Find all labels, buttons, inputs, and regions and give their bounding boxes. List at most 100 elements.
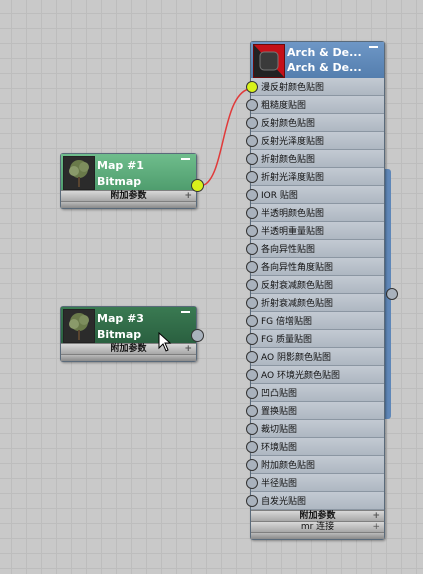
material-rollout-mr[interactable]: mr 连接 + (251, 521, 384, 532)
slot-label: 折射颜色贴图 (261, 155, 316, 165)
slot-input-socket[interactable] (246, 423, 258, 435)
slot-input-socket[interactable] (246, 99, 258, 111)
tree-icon (64, 310, 94, 342)
material-slot[interactable]: 各向异性角度贴图 (246, 258, 384, 276)
slot-label: FG 倍增贴图 (261, 317, 313, 327)
slot-input-socket[interactable] (246, 351, 258, 363)
slot-label: 半透明重量贴图 (261, 227, 325, 237)
map1-node[interactable]: Map #1 Bitmap 附加参数 + (60, 153, 204, 209)
slot-label: 反射光泽度贴图 (261, 137, 325, 147)
material-slot[interactable]: 附加颜色贴图 (246, 456, 384, 474)
slot-input-socket[interactable] (246, 459, 258, 471)
slot-input-socket[interactable] (246, 207, 258, 219)
rollout-label: 附加参数 (299, 511, 336, 521)
slot-label: 半径贴图 (261, 479, 298, 489)
map1-subtitle: Bitmap (97, 175, 142, 188)
material-slot[interactable]: 半透明重量贴图 (246, 222, 384, 240)
slot-label: 环境贴图 (261, 443, 298, 453)
slot-input-socket[interactable] (246, 369, 258, 381)
expand-icon[interactable]: + (184, 344, 192, 354)
material-slot[interactable]: FG 倍增贴图 (246, 312, 384, 330)
slot-label: 反射颜色贴图 (261, 119, 316, 129)
material-slot[interactable]: 裁切贴图 (246, 420, 384, 438)
expand-icon[interactable]: + (372, 511, 380, 521)
map3-output-socket[interactable] (191, 329, 204, 342)
slot-input-socket[interactable] (246, 261, 258, 273)
slot-input-socket[interactable] (246, 477, 258, 489)
slot-label: AO 环境光颜色贴图 (261, 371, 340, 381)
map1-title: Map #1 (97, 159, 144, 172)
slot-label: FG 质量贴图 (261, 335, 313, 345)
slot-label: 折射光泽度贴图 (261, 173, 325, 183)
material-slot[interactable]: 凹凸贴图 (246, 384, 384, 402)
map1-thumbnail (63, 156, 95, 190)
material-slot[interactable]: 折射光泽度贴图 (246, 168, 384, 186)
material-slot[interactable]: AO 阴影颜色贴图 (246, 348, 384, 366)
map3-title: Map #3 (97, 312, 144, 325)
material-node[interactable]: Arch & De... Arch & De... 漫反射颜色贴图粗糙度贴图反射… (246, 41, 385, 540)
material-title: Arch & De... (287, 46, 362, 59)
slot-label: 裁切贴图 (261, 425, 298, 435)
material-slot[interactable]: 半透明颜色贴图 (246, 204, 384, 222)
expand-icon[interactable]: + (184, 191, 192, 201)
map1-header[interactable]: Map #1 Bitmap (61, 154, 196, 190)
material-slot[interactable]: 自发光贴图 (246, 492, 384, 510)
slot-input-socket[interactable] (246, 153, 258, 165)
slot-input-socket[interactable] (246, 405, 258, 417)
expand-icon[interactable]: + (372, 522, 380, 532)
material-slot[interactable]: 置换贴图 (246, 402, 384, 420)
material-subtitle: Arch & De... (287, 61, 362, 74)
material-rollout-params[interactable]: 附加参数 + (251, 510, 384, 521)
slot-input-socket[interactable] (246, 189, 258, 201)
material-slot[interactable]: 粗糙度贴图 (246, 96, 384, 114)
material-header[interactable]: Arch & De... Arch & De... (251, 42, 384, 78)
slot-input-socket[interactable] (246, 333, 258, 345)
slot-input-socket[interactable] (246, 225, 258, 237)
map1-rollout-footer (61, 201, 196, 208)
slot-label: 半透明颜色贴图 (261, 209, 325, 219)
slot-input-socket[interactable] (246, 243, 258, 255)
material-slot[interactable]: 反射颜色贴图 (246, 114, 384, 132)
map3-node[interactable]: Map #3 Bitmap 附加参数 + (60, 306, 204, 362)
slot-label: 反射衰减颜色贴图 (261, 281, 334, 291)
material-output-socket[interactable] (386, 288, 398, 300)
slot-label: 附加颜色贴图 (261, 461, 316, 471)
material-slot[interactable]: IOR 贴图 (246, 186, 384, 204)
slot-label: 自发光贴图 (261, 497, 307, 507)
slot-input-socket[interactable] (246, 441, 258, 453)
slot-input-socket[interactable] (246, 315, 258, 327)
material-slot-list: 漫反射颜色贴图粗糙度贴图反射颜色贴图反射光泽度贴图折射颜色贴图折射光泽度贴图 IO… (246, 78, 384, 510)
slot-label: 各向异性贴图 (261, 245, 316, 255)
material-slot[interactable]: AO 环境光颜色贴图 (246, 366, 384, 384)
map1-rollout-params[interactable]: 附加参数 + (61, 190, 196, 201)
slot-input-socket[interactable] (246, 117, 258, 129)
material-slot[interactable]: FG 质量贴图 (246, 330, 384, 348)
slot-input-socket[interactable] (246, 279, 258, 291)
material-slot[interactable]: 折射颜色贴图 (246, 150, 384, 168)
material-thumbnail (253, 44, 285, 78)
minimize-icon[interactable] (181, 311, 190, 313)
material-slot[interactable]: 反射光泽度贴图 (246, 132, 384, 150)
material-slot[interactable]: 漫反射颜色贴图 (246, 78, 384, 96)
map3-header[interactable]: Map #3 Bitmap (61, 307, 196, 343)
slot-input-socket[interactable] (246, 297, 258, 309)
rollout-label: mr 连接 (300, 522, 335, 532)
slot-input-socket[interactable] (246, 387, 258, 399)
material-slot[interactable]: 折射衰减颜色贴图 (246, 294, 384, 312)
slot-input-socket[interactable] (246, 171, 258, 183)
material-slot[interactable]: 半径贴图 (246, 474, 384, 492)
minimize-icon[interactable] (181, 158, 190, 160)
slot-input-socket[interactable] (246, 135, 258, 147)
material-slot[interactable]: 环境贴图 (246, 438, 384, 456)
map1-output-socket[interactable] (191, 179, 204, 192)
slot-input-socket[interactable] (246, 495, 258, 507)
map3-rollout-params[interactable]: 附加参数 + (61, 343, 196, 354)
material-slot[interactable]: 反射衰减颜色贴图 (246, 276, 384, 294)
slot-input-socket[interactable] (246, 81, 258, 93)
material-slot[interactable]: 各向异性贴图 (246, 240, 384, 258)
map3-rollout-footer (61, 354, 196, 361)
minimize-icon[interactable] (369, 46, 378, 48)
tree-icon (64, 157, 94, 189)
slot-label: 折射衰减颜色贴图 (261, 299, 334, 309)
